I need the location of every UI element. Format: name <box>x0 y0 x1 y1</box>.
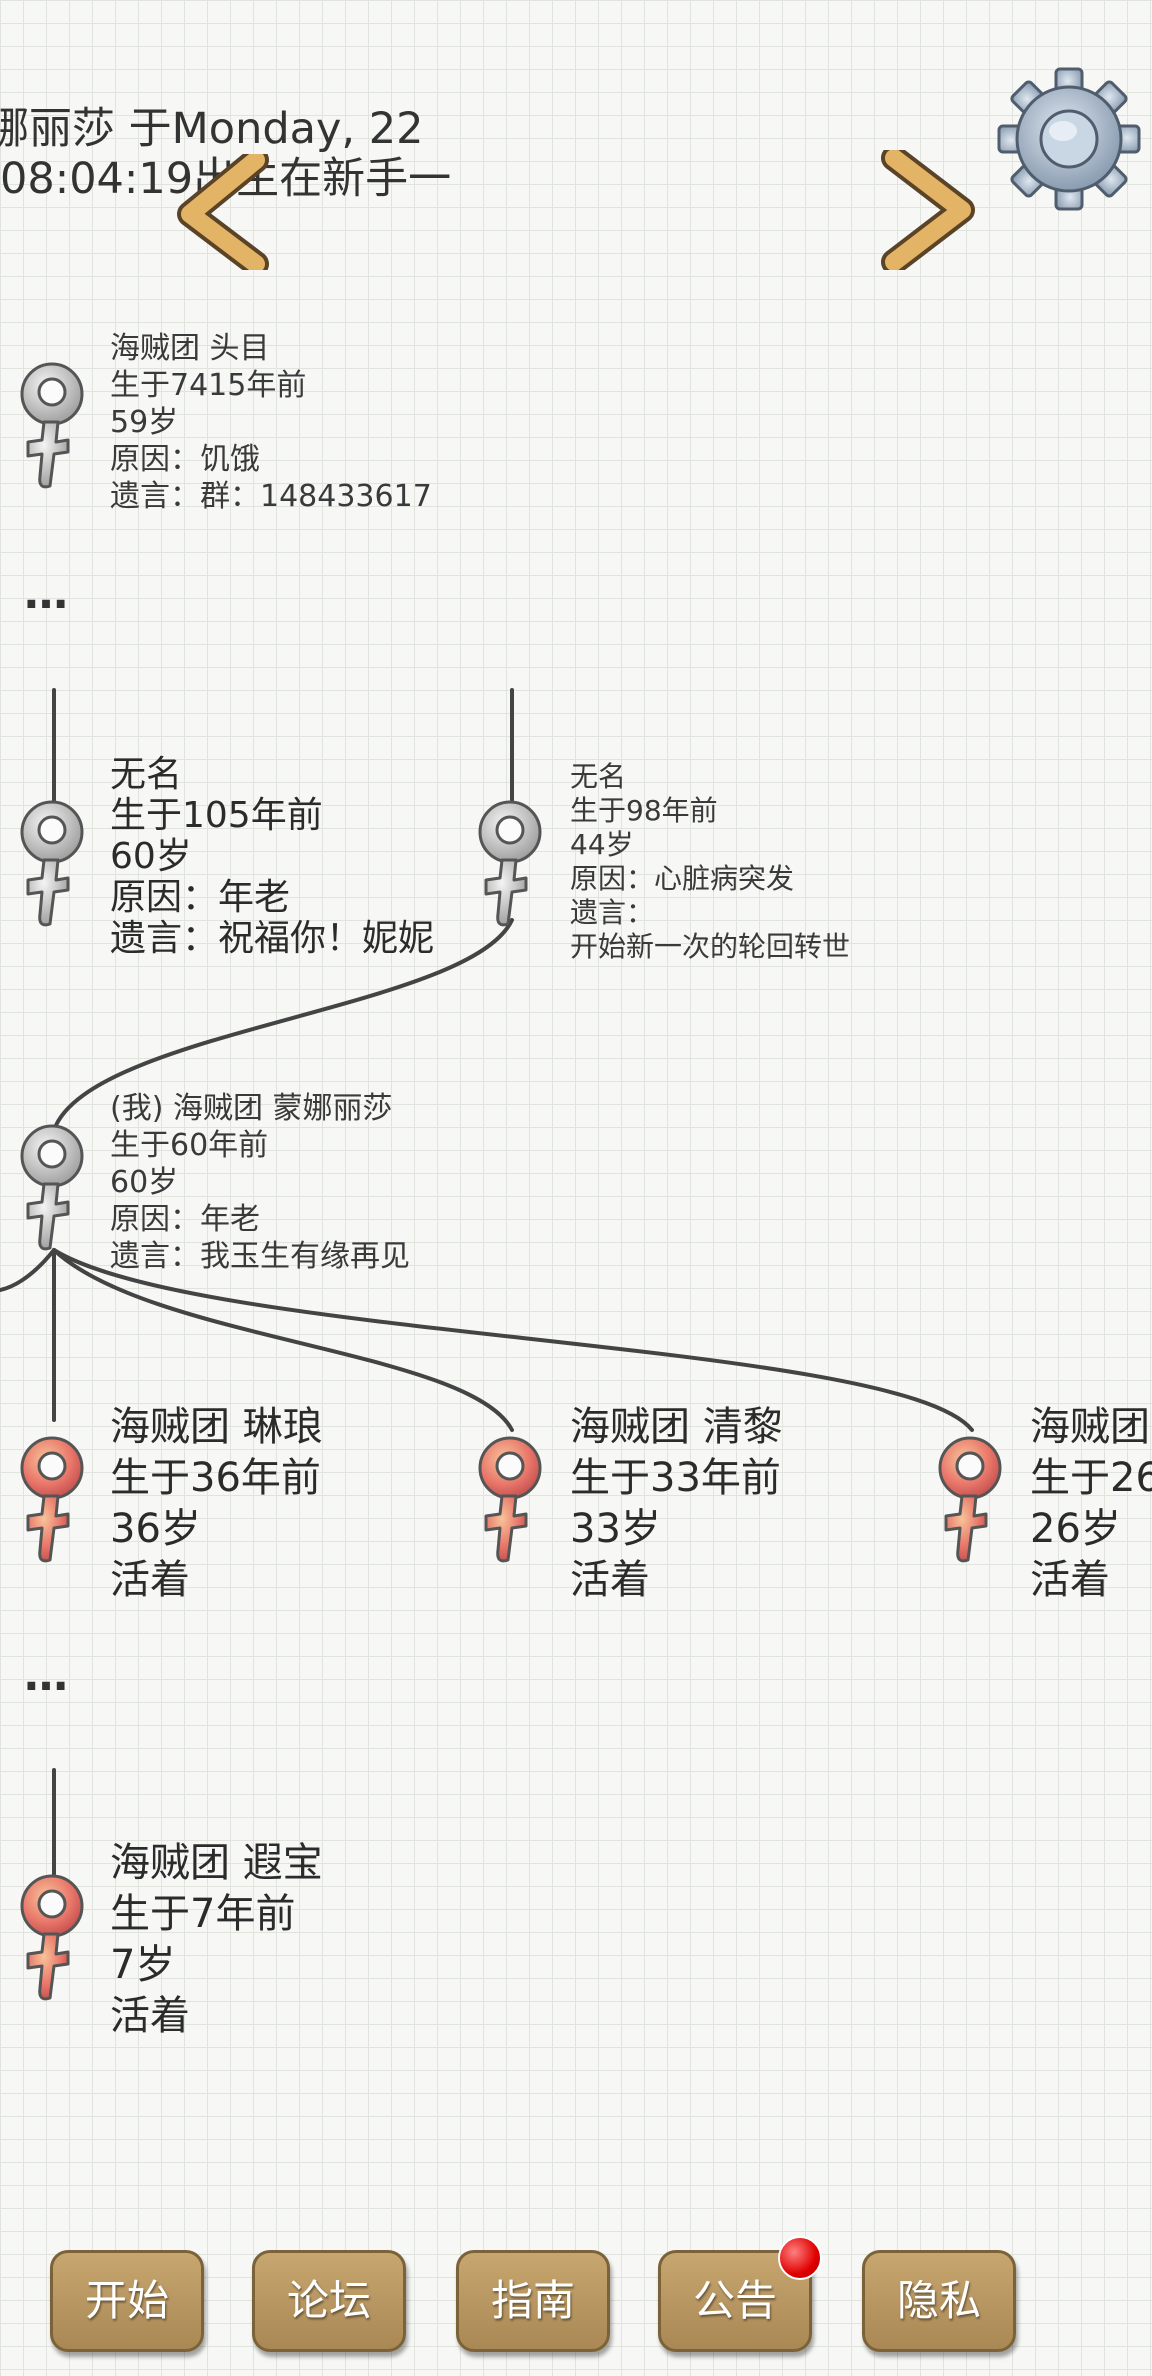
me-name: (我) 海贼团 蒙娜丽莎 <box>110 1091 393 1126</box>
child-status: 活着 <box>1030 1557 1110 1603</box>
last-child-info: 海贼团 遐宝 生于7年前 7岁 活着 <box>110 1838 323 2042</box>
gear-icon[interactable] <box>996 66 1142 212</box>
child-name: 海贼团 清黎 <box>570 1404 783 1450</box>
ancestor-info: 海贼团 头目 生于7415年前 59岁 原因：饥饿 遗言：群：148433617 <box>110 330 432 515</box>
parent-right-info: 无名 生于98年前 44岁 原因：心脏病突发 遗言： 开始新一次的轮回转世 <box>570 760 850 964</box>
child-name: 海贼团 <box>1030 1404 1150 1450</box>
parent-right-born: 生于98年前 <box>570 794 718 827</box>
ancestor-name: 海贼团 头目 <box>110 331 270 366</box>
female-symbol-red-icon[interactable] <box>14 1870 94 2006</box>
me-born: 生于60年前 <box>110 1128 269 1163</box>
child-age: 36岁 <box>110 1506 201 1552</box>
child-age: 26岁 <box>1030 1506 1121 1552</box>
child-status: 活着 <box>110 1557 190 1603</box>
child-status: 活着 <box>570 1557 650 1603</box>
ancestor-age: 59岁 <box>110 405 179 440</box>
ancestor-born: 生于7415年前 <box>110 368 307 403</box>
me-age: 60岁 <box>110 1165 179 1200</box>
female-symbol-gray-icon[interactable] <box>14 796 94 932</box>
header-line-1: 娜丽莎 于Monday, 22 <box>0 104 424 154</box>
notification-badge <box>778 2236 822 2280</box>
parent-right-cause: 原因：心脏病突发 <box>570 862 795 895</box>
parent-left-born: 生于105年前 <box>110 795 323 836</box>
me-info: (我) 海贼团 蒙娜丽莎 生于60年前 60岁 原因：年老 遗言：我玉生有缘再见 <box>110 1090 410 1275</box>
child-age: 33岁 <box>570 1506 661 1552</box>
female-symbol-red-icon[interactable] <box>932 1432 1012 1568</box>
chevron-right-icon[interactable] <box>870 150 980 270</box>
child-1-info: 海贼团 琳琅 生于36年前 36岁 活着 <box>110 1402 323 1606</box>
parent-right-last-words-label: 遗言： <box>570 896 655 929</box>
last-child-status: 活着 <box>110 1993 190 2039</box>
child-born: 生于26 <box>1030 1455 1152 1501</box>
parent-left-name: 无名 <box>110 754 183 795</box>
ancestor-cause: 原因：饥饿 <box>110 442 260 477</box>
child-3-info: 海贼团 生于26 26岁 活着 <box>1030 1402 1152 1606</box>
parent-left-info: 无名 生于105年前 60岁 原因：年老 遗言：祝福你！妮妮 <box>110 754 434 959</box>
parent-right-last-words: 开始新一次的轮回转世 <box>570 930 851 963</box>
last-child-born: 生于7年前 <box>110 1891 296 1937</box>
start-button[interactable]: 开始 <box>50 2250 204 2352</box>
guide-button[interactable]: 指南 <box>456 2250 610 2352</box>
ancestor-last-words: 遗言：群：148433617 <box>110 479 432 514</box>
generation-ellipsis: … <box>24 1650 70 1701</box>
last-child-name: 海贼团 遐宝 <box>110 1840 323 1886</box>
child-born: 生于33年前 <box>570 1455 781 1501</box>
parent-right-age: 44岁 <box>570 828 634 861</box>
forum-button[interactable]: 论坛 <box>252 2250 406 2352</box>
female-symbol-gray-icon[interactable] <box>14 358 94 494</box>
child-name: 海贼团 琳琅 <box>110 1404 323 1450</box>
privacy-button[interactable]: 隐私 <box>862 2250 1016 2352</box>
child-2-info: 海贼团 清黎 生于33年前 33岁 活着 <box>570 1402 783 1606</box>
female-symbol-gray-icon[interactable] <box>14 1120 94 1256</box>
female-symbol-red-icon[interactable] <box>14 1432 94 1568</box>
parent-left-age: 60岁 <box>110 836 192 877</box>
generation-ellipsis: … <box>24 568 70 619</box>
female-symbol-red-icon[interactable] <box>472 1432 552 1568</box>
parent-left-last-words: 遗言：祝福你！妮妮 <box>110 918 435 959</box>
me-cause: 原因：年老 <box>110 1202 260 1237</box>
child-born: 生于36年前 <box>110 1455 321 1501</box>
parent-left-cause: 原因：年老 <box>110 877 291 918</box>
parent-right-name: 无名 <box>570 760 627 793</box>
female-symbol-gray-icon[interactable] <box>472 796 552 932</box>
me-last-words: 遗言：我玉生有缘再见 <box>110 1239 410 1274</box>
last-child-age: 7岁 <box>110 1942 176 1988</box>
chevron-left-icon[interactable] <box>176 154 286 270</box>
